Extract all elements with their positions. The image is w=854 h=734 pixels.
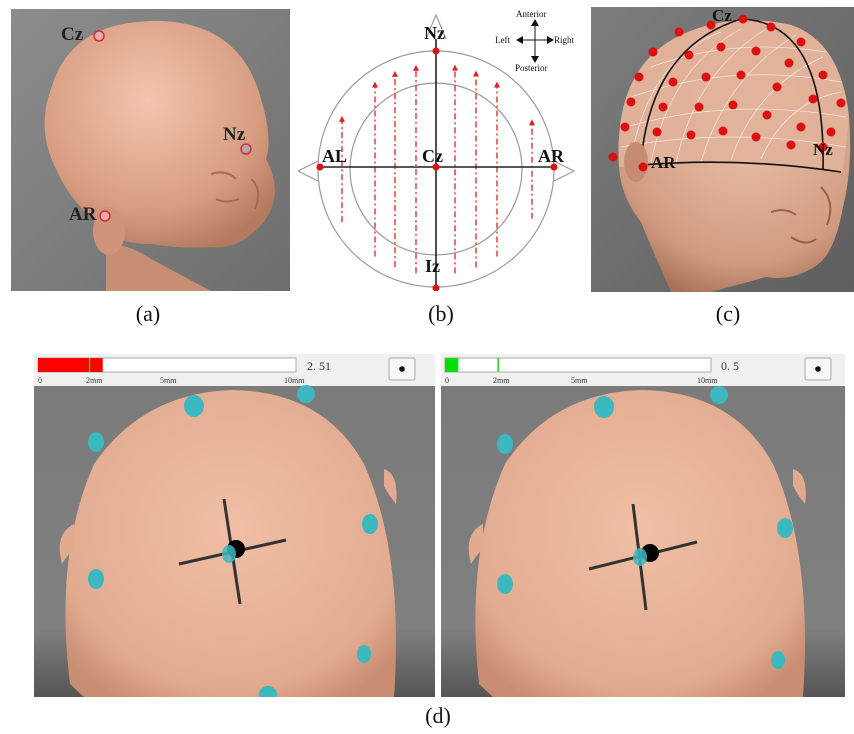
compass-right: Right <box>554 35 575 45</box>
electrode-point <box>729 101 738 110</box>
arrow-up-icon <box>531 19 539 26</box>
panel-b-scan-schematic: Nz Cz AL AR Iz Anterior Posterior Left R… <box>298 9 588 291</box>
electrode-marker <box>594 396 614 418</box>
arrow-right-icon <box>547 36 554 44</box>
caption-a: (a) <box>118 301 178 327</box>
tick-label: 10mm <box>697 376 718 385</box>
caption-b: (b) <box>411 301 471 327</box>
electrode-point <box>653 128 662 137</box>
electrode-marker <box>184 395 204 417</box>
electrode-point <box>837 99 846 108</box>
compass-left: Left <box>495 35 510 45</box>
electrode-marker <box>362 514 378 534</box>
tick-label: 2mm <box>86 376 103 385</box>
electrode-point <box>609 153 618 162</box>
electrode-point <box>659 103 668 112</box>
electrode-point <box>797 38 806 47</box>
electrode-point <box>702 73 711 82</box>
compass-anterior: Anterior <box>516 9 547 19</box>
electrode-point <box>773 83 782 92</box>
electrode-point <box>763 111 772 120</box>
compass-posterior: Posterior <box>515 63 548 73</box>
current-marker <box>222 545 236 563</box>
error-value: 2. 51 <box>307 359 331 373</box>
ear <box>624 142 648 182</box>
label-al: AL <box>322 146 347 166</box>
label-nz: Nz <box>223 124 246 145</box>
tick-label: 0 <box>38 376 42 385</box>
electrode-marker <box>297 385 315 403</box>
electrode-point <box>752 47 761 56</box>
label-cz: Cz <box>422 146 443 166</box>
tick-label: 10mm <box>284 376 305 385</box>
electrode-marker <box>771 651 785 669</box>
label-ar: AR <box>538 146 565 166</box>
electrode-point <box>675 28 684 37</box>
arrow-left-icon <box>516 36 523 44</box>
electrode-point <box>809 95 818 104</box>
electrode-point <box>669 78 678 87</box>
tick-label: 0 <box>445 376 449 385</box>
electrode-point <box>639 163 648 172</box>
electrode-point <box>737 71 746 80</box>
tick-label: 2mm <box>493 376 510 385</box>
record-dot-icon <box>815 366 821 372</box>
cz-marker <box>94 31 104 41</box>
electrode-point <box>719 127 728 136</box>
electrode-marker <box>710 386 728 404</box>
tick-label: 5mm <box>160 376 177 385</box>
error-value: 0. 5 <box>721 359 739 373</box>
electrode-point <box>635 73 644 82</box>
electrode-marker <box>357 645 371 663</box>
electrode-point <box>752 133 761 142</box>
electrode-marker <box>497 434 513 454</box>
label-cz: Cz <box>712 7 732 25</box>
label-ar: AR <box>651 153 676 172</box>
electrode-point <box>739 15 748 24</box>
electrode-point <box>785 59 794 68</box>
label-iz: Iz <box>425 256 440 276</box>
nz-marker <box>241 144 251 154</box>
electrode-point <box>685 51 694 60</box>
electrode-point <box>827 128 836 137</box>
electrode-point <box>695 103 704 112</box>
electrode-point <box>717 43 726 52</box>
panel-d-right-view: 0 2mm 5mm 10mm 0. 5 <box>441 354 845 697</box>
electrode-point <box>621 123 630 132</box>
panel-d-left-view: 0 2mm 5mm 10mm 2. 51 <box>34 354 435 697</box>
electrode-point <box>627 98 636 107</box>
nz-point <box>433 48 440 55</box>
orientation-compass: Anterior Posterior Left Right <box>495 9 575 73</box>
label-nz: Nz <box>424 23 445 43</box>
electrode-point <box>787 141 796 150</box>
tick-label: 5mm <box>571 376 588 385</box>
label-cz: Cz <box>61 24 84 45</box>
error-bar-fill <box>445 358 458 372</box>
electrode-point <box>687 131 696 140</box>
electrode-marker <box>88 569 104 589</box>
caption-c: (c) <box>698 301 758 327</box>
panel-a-head-view: Cz Nz AR <box>11 9 290 291</box>
label-ar: AR <box>69 204 97 225</box>
electrode-point <box>819 71 828 80</box>
current-marker <box>633 548 647 566</box>
panel-c-electrode-grid: Cz AR Nz <box>591 7 854 292</box>
record-dot-icon <box>399 366 405 372</box>
electrode-point <box>797 123 806 132</box>
ar-marker <box>100 211 110 221</box>
electrode-marker <box>777 518 793 538</box>
caption-d: (d) <box>408 703 468 729</box>
electrode-marker <box>497 574 513 594</box>
label-nz: Nz <box>813 140 833 159</box>
electrode-point <box>649 48 658 57</box>
electrode-point <box>767 23 776 32</box>
electrode-marker <box>88 432 104 452</box>
error-bar-track <box>445 358 711 372</box>
arrow-down-icon <box>531 56 539 63</box>
error-bar-fill <box>38 358 103 372</box>
